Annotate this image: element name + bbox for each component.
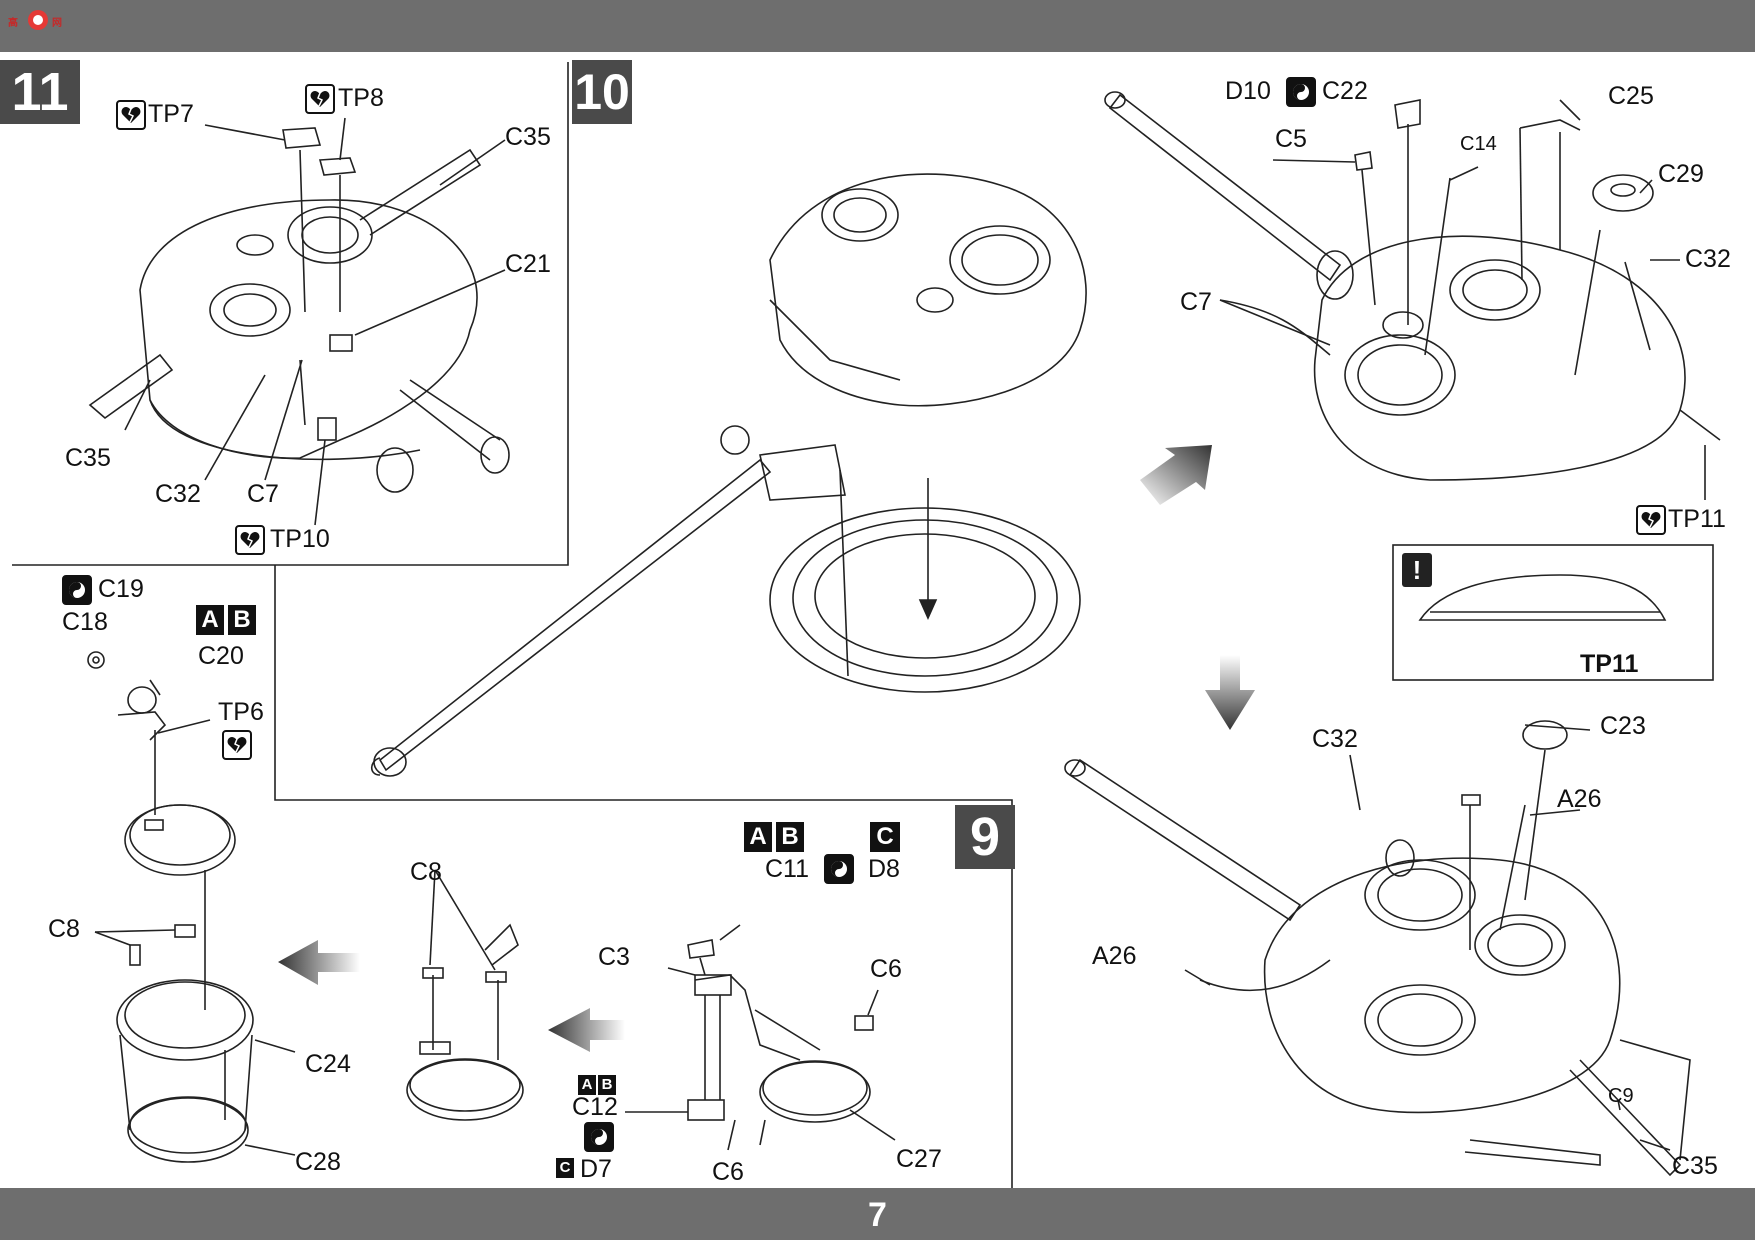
version-tag-b-c12: B — [598, 1075, 616, 1095]
version-tag-b-c11: B — [776, 822, 804, 852]
label-c32-step11: C32 — [155, 480, 201, 508]
label-c21: C21 — [505, 250, 551, 278]
label-d8: D8 — [868, 855, 900, 883]
label-c7-right: C7 — [1180, 288, 1212, 316]
label-a26-right: A26 — [1557, 785, 1602, 813]
label-c35-bottom: C35 — [1672, 1152, 1718, 1180]
step9-left-assembly — [87, 651, 296, 1163]
label-c32-bottom: C32 — [1312, 725, 1358, 753]
label-c6-bottom: C6 — [712, 1158, 744, 1186]
label-c22: C22 — [1322, 77, 1368, 105]
top-bar: 高 网 — [0, 0, 1755, 52]
site-logo: 高 网 — [8, 10, 62, 30]
label-c18: C18 — [62, 608, 108, 636]
arrow-left-icon-1 — [278, 940, 360, 985]
label-c23: C23 — [1600, 712, 1646, 740]
heart-icon-tp6 — [222, 730, 252, 760]
label-c32-right: C32 — [1685, 245, 1731, 273]
label-tp8: TP8 — [338, 84, 384, 112]
step11-frame — [12, 62, 569, 566]
yin-yang-icon-c19 — [62, 575, 92, 605]
label-c11: C11 — [765, 855, 810, 883]
heart-icon-tp7 — [116, 100, 146, 130]
step11-turret — [88, 127, 510, 493]
yin-yang-icon-d7 — [584, 1122, 614, 1152]
step9-right-assembly — [625, 924, 896, 1151]
label-tp6: TP6 — [218, 698, 264, 726]
label-c14: C14 — [1460, 133, 1497, 155]
bottom-right-turret — [1064, 720, 1691, 1177]
label-d10: D10 — [1225, 77, 1271, 105]
label-c8-left: C8 — [48, 915, 80, 943]
tp11-caution-label: TP11 — [1580, 650, 1639, 678]
yin-yang-icon-d10 — [1286, 77, 1316, 107]
label-c20: C20 — [198, 642, 244, 670]
version-tag-c-d7: C — [556, 1158, 574, 1178]
version-tag-b-step9-left: B — [228, 605, 256, 635]
label-c35-top: C35 — [505, 123, 551, 151]
label-c6-top: C6 — [870, 955, 902, 983]
step10-frame — [274, 565, 1013, 1188]
step-10-number: 10 — [572, 60, 632, 124]
arrow-down-icon — [1205, 655, 1255, 730]
yin-yang-icon-d8 — [824, 854, 854, 884]
label-c8-mid: C8 — [410, 858, 442, 886]
step10-turret — [370, 173, 1087, 777]
heart-icon-tp11 — [1636, 505, 1666, 535]
label-tp11: TP11 — [1668, 505, 1726, 533]
label-c5: C5 — [1275, 125, 1307, 153]
label-c35-left: C35 — [65, 444, 111, 472]
page-number: 7 — [868, 1196, 887, 1234]
label-c24: C24 — [305, 1050, 351, 1078]
label-c12: C12 — [572, 1093, 618, 1121]
version-tag-a-step9-left: A — [196, 605, 224, 635]
arrow-upright-icon — [1140, 445, 1212, 505]
tp11-caution-frame — [1392, 544, 1714, 681]
label-c3: C3 — [598, 943, 630, 971]
label-c28: C28 — [295, 1148, 341, 1176]
version-tag-c-d8: C — [870, 822, 900, 852]
version-tag-a-c11: A — [744, 822, 772, 852]
caution-icon: ! — [1402, 553, 1432, 587]
step-11-number: 11 — [0, 60, 80, 124]
top-right-turret — [1104, 91, 1721, 481]
heart-icon-tp8 — [305, 84, 335, 114]
label-c25: C25 — [1608, 82, 1654, 110]
step-9-number: 9 — [955, 805, 1015, 869]
label-a26-left: A26 — [1092, 942, 1137, 970]
label-c7-step11: C7 — [247, 480, 279, 508]
step9-middle-assembly — [406, 869, 524, 1121]
label-c9: C9 — [1608, 1085, 1634, 1107]
bottom-bar — [0, 1188, 1755, 1240]
label-c27: C27 — [896, 1145, 942, 1173]
label-d7: D7 — [580, 1155, 612, 1183]
version-tag-a-c12: A — [578, 1075, 596, 1095]
arrow-left-icon-2 — [548, 1008, 625, 1052]
label-tp10: TP10 — [270, 525, 330, 553]
svg-text:高: 高 — [8, 16, 18, 29]
label-c29: C29 — [1658, 160, 1704, 188]
label-tp7: TP7 — [148, 100, 194, 128]
svg-text:网: 网 — [52, 17, 62, 29]
heart-icon-tp10 — [235, 525, 265, 555]
label-c19: C19 — [98, 575, 144, 603]
